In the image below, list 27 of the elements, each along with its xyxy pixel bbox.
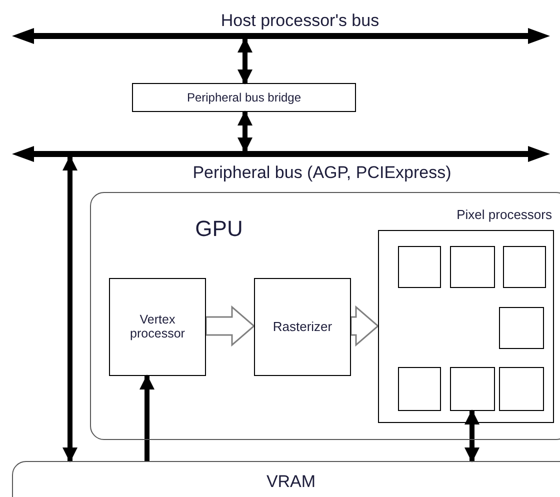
arrow: [464, 410, 480, 462]
bus-label: Peripheral bus (AGP, PCIExpress): [192, 164, 452, 183]
processor-box: [398, 367, 441, 411]
arrow: [140, 374, 154, 461]
processor-box: [398, 246, 441, 288]
box-label: Peripheral bus bridge: [186, 90, 302, 104]
process-box: [109, 278, 206, 376]
arrow: [238, 110, 252, 152]
arrow: [62, 156, 78, 462]
box-label: Vertex processor: [129, 313, 186, 341]
processor-box: [503, 246, 546, 288]
processor-box: [499, 307, 544, 349]
bus-label: Host processor's bus: [220, 12, 380, 31]
block-title: GPU: [194, 217, 244, 242]
block-arrow: [205, 305, 256, 347]
processor-box: [499, 367, 544, 411]
box-label: Rasterizer: [272, 320, 334, 334]
gpu-block: [90, 192, 560, 440]
memory-label: VRAM: [265, 473, 317, 492]
arrow: [238, 38, 252, 84]
processor-box: [450, 246, 495, 288]
processor-box: [450, 367, 495, 411]
process-box: [132, 83, 356, 112]
process-box: [254, 278, 351, 376]
block-arrow: [350, 305, 380, 347]
panel-heading: Pixel processors: [456, 208, 552, 222]
memory-bar: [12, 461, 560, 497]
